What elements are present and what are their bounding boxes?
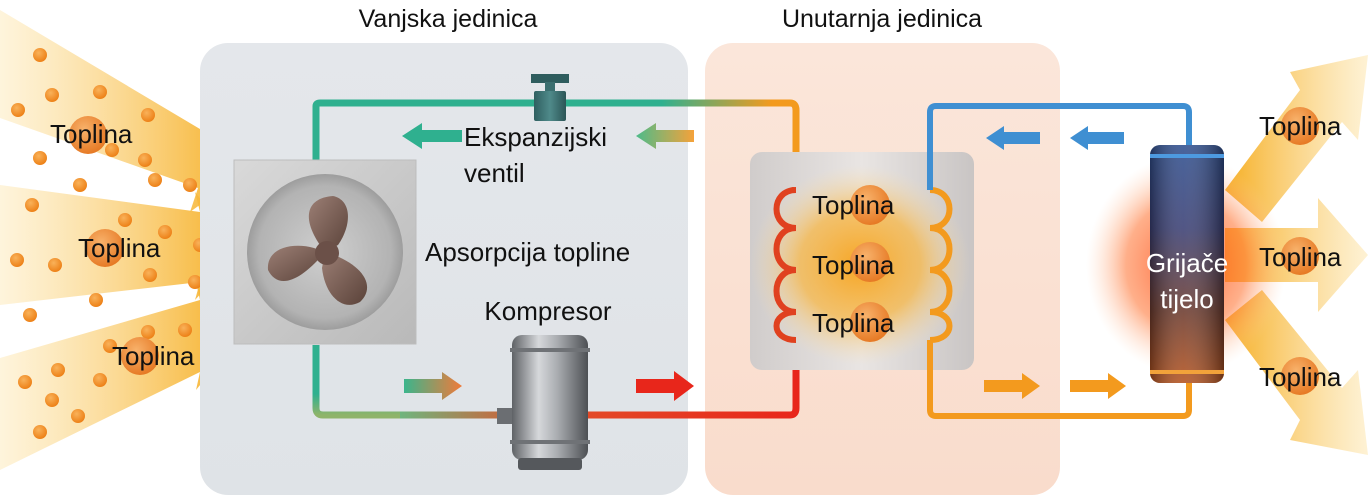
flow-arrow-water-left-1 (986, 126, 1040, 150)
heat-label-in-1: Toplina (50, 119, 133, 149)
heat-particles (10, 48, 207, 439)
compressor-label: Kompresor (484, 296, 611, 326)
refrigerant-coil (773, 187, 797, 343)
flow-arrow-water-right-2 (1070, 373, 1126, 399)
heat-label-out-1: Toplina (1259, 111, 1342, 141)
pipe-left (312, 345, 410, 419)
heater-body (1086, 145, 1286, 383)
heat-ball-out-1 (1281, 107, 1319, 145)
indoor-unit-title: Unutarnja jedinica (782, 5, 982, 33)
heat-ball-in-1 (69, 116, 107, 154)
heat-label-exchanger-3: Toplina (812, 308, 895, 338)
outdoor-fan-unit (233, 159, 417, 345)
heat-ball-out-2 (1281, 237, 1319, 275)
heat-arrow-in-1 (0, 10, 245, 212)
heat-ball-in-2 (86, 229, 124, 267)
heater-body-label-line1: Grijače (1146, 248, 1228, 278)
water-loop (927, 103, 1192, 419)
flow-arrow-left-yellowgreen (636, 123, 694, 149)
compressor (497, 335, 590, 470)
expansion-valve (531, 74, 569, 121)
flow-arrow-right-red (636, 371, 694, 401)
heater-body-label-line2: tijelo (1160, 284, 1213, 314)
flow-arrow-left-green (402, 123, 462, 149)
heat-label-in-3: Toplina (112, 341, 195, 371)
heat-ball-out-3 (1281, 357, 1319, 395)
incoming-heat-arrows: Toplina Toplina Toplina (0, 10, 245, 470)
expansion-valve-label-line2: ventil (464, 158, 525, 188)
expansion-valve-label-line1: Ekspanzijski (464, 122, 607, 152)
heat-label-exchanger-2: Toplina (812, 250, 895, 280)
heat-label-out-2: Toplina (1259, 242, 1342, 272)
heat-label-in-2: Toplina (78, 233, 161, 263)
heat-label-out-3: Toplina (1259, 362, 1342, 392)
outdoor-unit-title: Vanjska jedinica (359, 5, 538, 33)
heat-absorption-label: Apsorpcija topline (425, 237, 630, 267)
water-coil (929, 187, 953, 343)
flow-arrow-water-right-1 (984, 373, 1040, 399)
flow-arrow-right-green-red (404, 372, 462, 400)
flow-arrow-water-left-2 (1070, 126, 1124, 150)
water-pipe-bottom (927, 340, 1192, 419)
heat-exchanger (750, 152, 974, 370)
heat-label-exchanger-1: Toplina (812, 190, 895, 220)
pipe-bottom (400, 340, 800, 419)
water-pipe-top (927, 103, 1192, 190)
heat-ball-in-3 (121, 337, 159, 375)
